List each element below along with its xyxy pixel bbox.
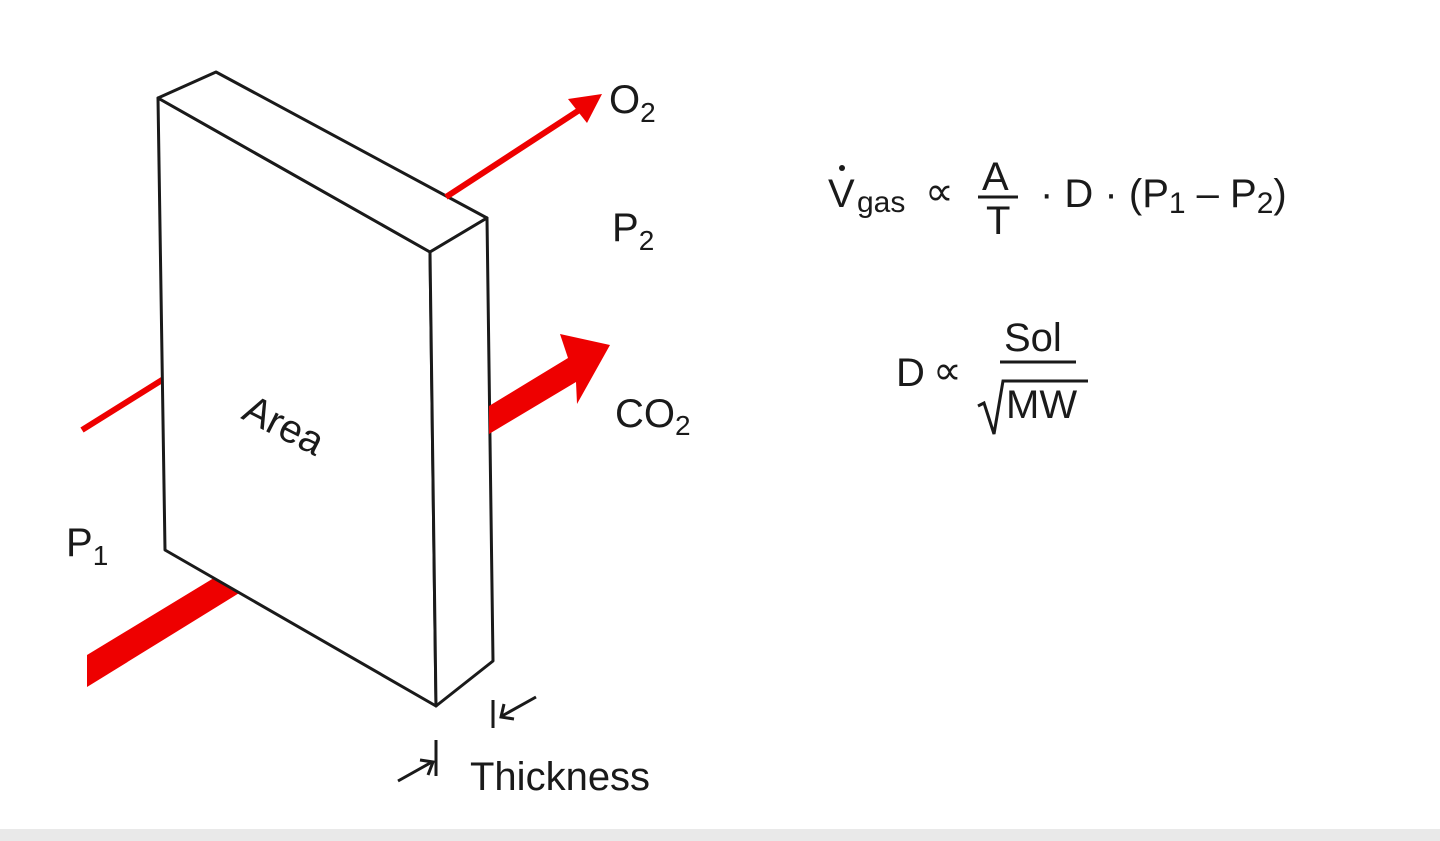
v-dot (839, 165, 845, 171)
thickness-label: Thickness (470, 755, 650, 799)
sqrt-sign (977, 379, 1088, 435)
diffusion-denominator: MW (1006, 383, 1077, 427)
membrane-slab (156, 70, 495, 708)
thickness-arrowhead-right (499, 703, 515, 721)
o2-label: O2 (609, 78, 656, 128)
fick-denominator: T (986, 199, 1010, 243)
fick-prop: ∝ (925, 170, 954, 214)
p1-label: P1 (66, 521, 108, 571)
thickness-dimension (397, 695, 537, 783)
fick-equation: V gas ∝ A T · D · (P1 – P2) (828, 155, 1287, 243)
fick-v: V (828, 172, 855, 216)
o2-arrow (444, 94, 602, 200)
o2-arrowhead (568, 94, 602, 123)
slab-side-face (428, 216, 495, 708)
thickness-arrow-right (501, 695, 537, 718)
diffusion-prop: ∝ (933, 349, 962, 393)
fick-v-sub: gas (857, 186, 905, 219)
fick-numerator: A (982, 155, 1009, 199)
p2-label: P2 (612, 206, 654, 256)
thickness-arrowhead-left (419, 758, 436, 776)
diffusion-equation: D ∝ Sol MW (896, 316, 1088, 435)
thickness-arrow-left (397, 760, 433, 783)
co2-arrow (489, 334, 610, 434)
diffusion-lhs: D (896, 351, 925, 395)
co2-label: CO2 (615, 392, 691, 441)
bottom-strip (0, 829, 1440, 841)
diffusion-numerator: Sol (1004, 316, 1062, 360)
fick-rest: · D · (P1 – P2) (1040, 172, 1287, 220)
